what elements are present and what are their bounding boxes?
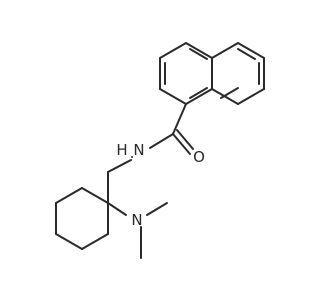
oxygen-label: O [193,148,205,166]
bond [81,233,109,250]
bond [159,88,187,105]
naphthalene-group [159,42,265,105]
bond [146,202,168,216]
amide-hydrogen-label: H [116,141,127,159]
bond [211,42,239,59]
double-bond-inner [189,87,208,99]
bond [107,159,132,173]
amide-group [131,103,194,158]
carbonyl-double-bond [172,133,191,155]
amide-nitrogen-label: N [133,141,144,159]
double-bond-inner [220,87,239,99]
bond [237,42,265,59]
bond [185,88,213,105]
bond [81,187,109,204]
atom-oxygen: O [193,148,205,166]
bond [149,133,174,149]
bond [185,42,213,59]
bond [107,202,127,216]
carbonyl-double-bond [176,129,194,150]
bond [172,103,187,135]
bond [55,187,83,204]
molecule-canvas: O N H N [55,42,265,259]
molecule-structure: O N H N [55,42,265,259]
double-bond-inner [237,48,256,60]
bond [159,42,187,59]
dimethylamino-group [107,202,168,259]
atom-amide-nitrogen: N H [116,141,144,159]
bond [55,233,83,250]
double-bond-inner [189,48,208,60]
bond [237,88,265,105]
amine-nitrogen-label: N [131,211,142,229]
cyclohexyl-group [55,159,132,250]
atom-amine-nitrogen: N [131,211,142,229]
